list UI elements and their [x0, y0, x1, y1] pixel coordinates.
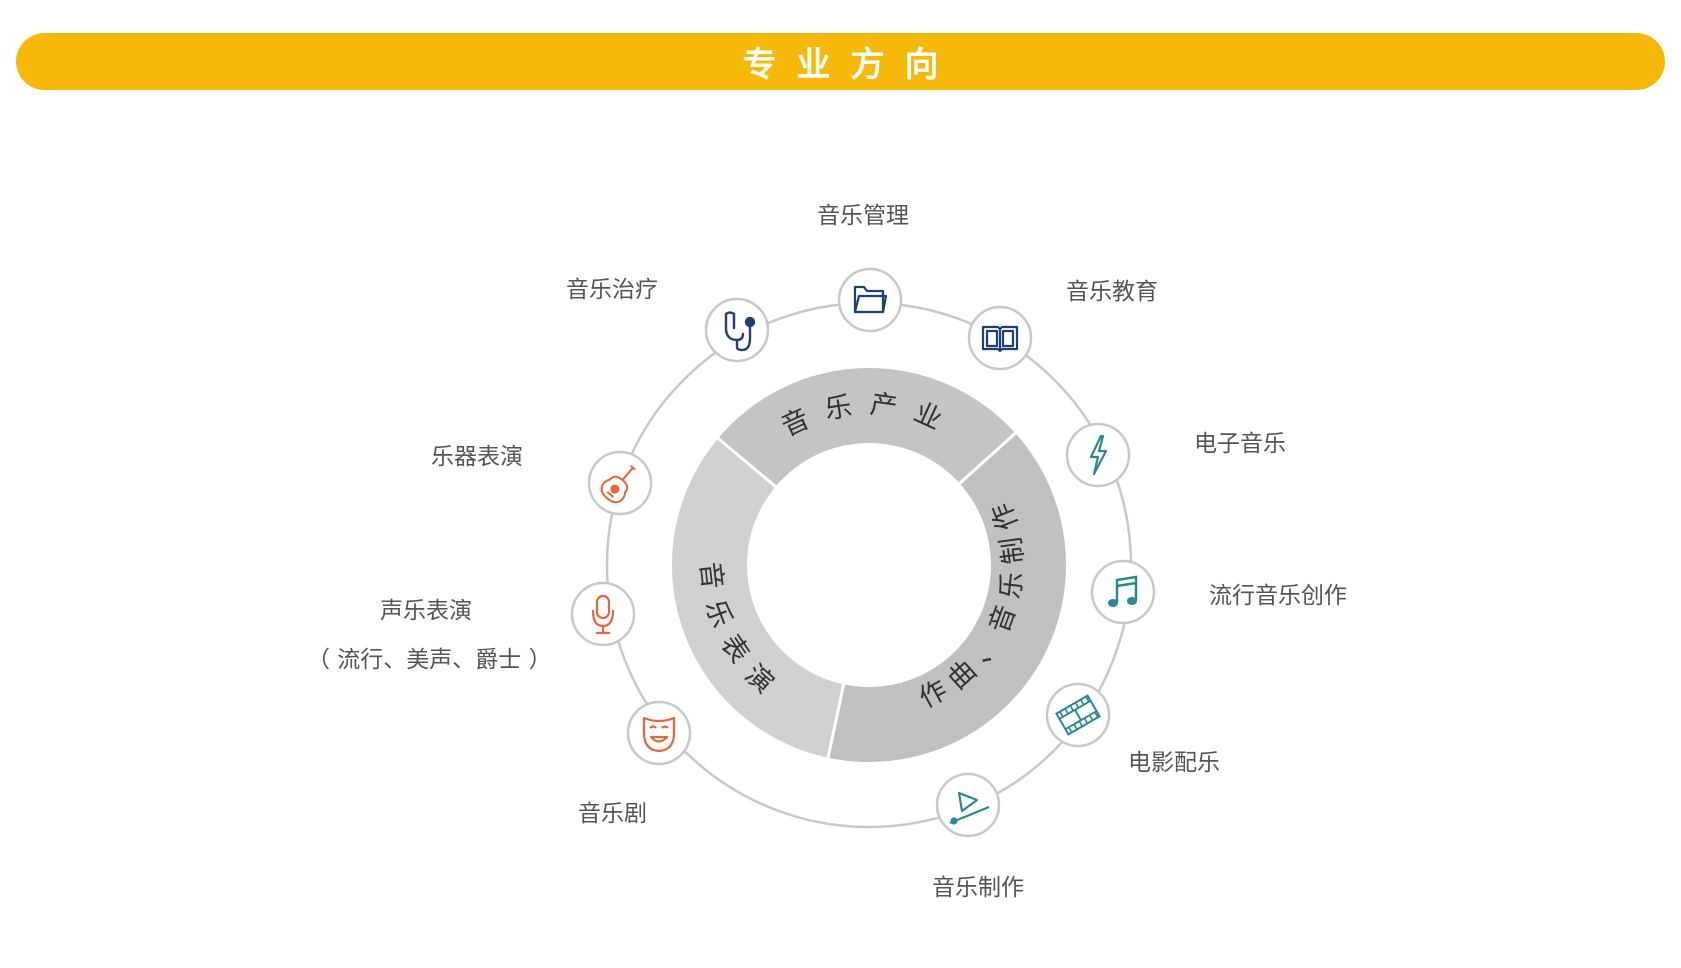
ring-segment-performance — [672, 438, 844, 758]
ring-separators — [716, 431, 1018, 759]
label-vocal-sub: （ 流行、美声、爵士 ） — [307, 647, 552, 673]
book-icon — [981, 325, 1019, 353]
node-instrument — [587, 450, 653, 516]
node-education — [967, 305, 1033, 371]
node-vocal — [570, 581, 636, 647]
node-management — [837, 267, 903, 333]
title-banner: 专业方向 — [16, 33, 1665, 90]
theater-mask-icon — [642, 716, 676, 753]
microphone-icon — [591, 594, 615, 635]
label-pop: 流行音乐创作 — [1209, 583, 1347, 609]
label-education: 音乐教育 — [1066, 279, 1158, 305]
ring-segment-creation — [828, 433, 1066, 762]
node-musical — [626, 700, 692, 766]
folder-icon — [853, 285, 888, 314]
ring-segment-industry — [718, 368, 1016, 487]
page-title: 专业方向 — [742, 45, 959, 85]
ring-separator — [958, 431, 1018, 485]
node-production — [935, 772, 1001, 838]
lightning-icon — [1089, 434, 1108, 476]
stethoscope-icon — [724, 311, 756, 352]
label-musical: 音乐剧 — [578, 801, 647, 827]
play-icon — [949, 791, 990, 825]
ring-separator — [716, 436, 777, 488]
film-strip-icon — [1055, 694, 1101, 736]
node-film — [1045, 682, 1111, 748]
label-electronic: 电子音乐 — [1194, 431, 1286, 457]
node-electronic — [1065, 422, 1131, 488]
node-therapy — [704, 297, 770, 363]
music-note-icon — [1108, 575, 1138, 607]
node-pop — [1090, 559, 1156, 625]
label-film: 电影配乐 — [1128, 750, 1220, 776]
label-instrument: 乐器表演 — [431, 444, 523, 470]
ring-separator — [826, 684, 846, 759]
label-therapy: 音乐治疗 — [566, 277, 658, 303]
guitar-icon — [600, 464, 636, 504]
label-vocal: 声乐表演 — [380, 598, 472, 624]
label-management: 音乐管理 — [817, 203, 909, 229]
label-production: 音乐制作 — [932, 875, 1024, 901]
